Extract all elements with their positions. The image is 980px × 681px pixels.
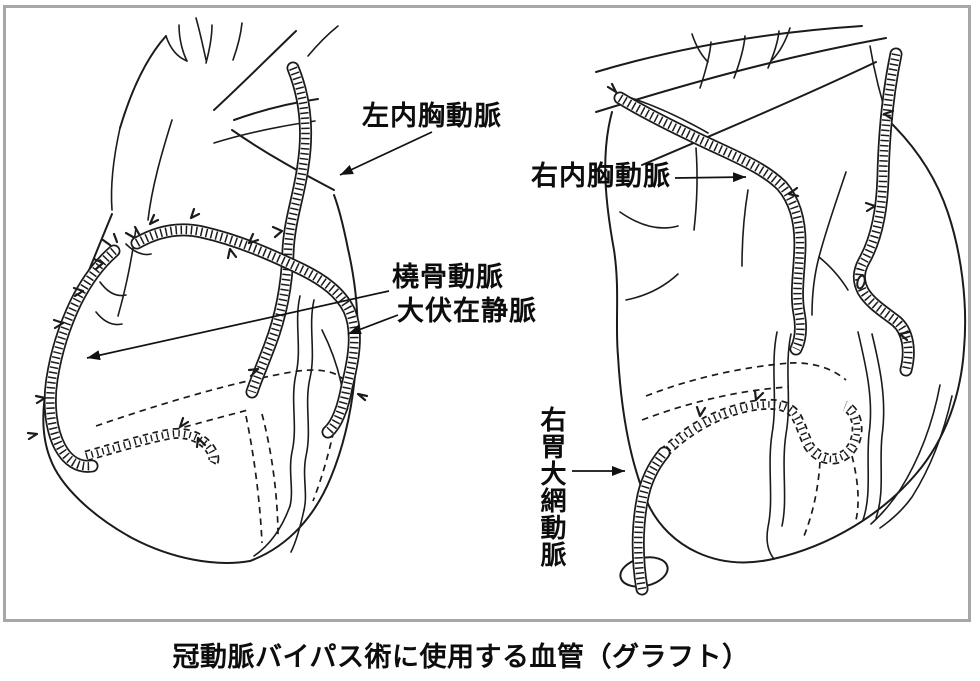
label-great-saphenous-vein: 大伏在静脈 [397, 296, 537, 326]
label-left-internal-thoracic-artery: 左内胸動脈 [362, 101, 502, 131]
right-heart-illustration [595, 25, 967, 591]
label-right-gastroepiploic-artery: 右胃大網動脈 [537, 406, 567, 568]
rita-arrow [674, 172, 747, 183]
great-vessels [595, 25, 891, 166]
gastroepiploic-graft [638, 453, 664, 589]
great-vessels [110, 17, 339, 221]
branch-ticks-left [26, 207, 369, 449]
heart-outline [604, 111, 967, 564]
label-right-internal-thoracic-artery: 右内胸動脈 [531, 161, 671, 191]
label-arrows [86, 131, 747, 476]
heart-outline [42, 129, 359, 564]
inferior-graft [86, 433, 214, 465]
native-coronaries [766, 331, 953, 560]
graft-eyelet [856, 274, 866, 290]
branch-ticks-right [606, 82, 911, 418]
saphenous-arrow [347, 314, 399, 335]
native-coronaries [253, 295, 345, 557]
posterior-vessels-dashed [95, 369, 351, 544]
gastroepiploic-graft-dashed [664, 404, 857, 459]
label-radial-artery: 橈骨動脈 [392, 262, 504, 292]
radial-graft [50, 251, 114, 466]
figure-caption: 冠動脈バイパス術に使用する血管（グラフト） [172, 642, 750, 672]
lita-arrow [339, 131, 433, 176]
radial-arrow [86, 290, 390, 361]
left-heart-illustration [26, 17, 369, 564]
